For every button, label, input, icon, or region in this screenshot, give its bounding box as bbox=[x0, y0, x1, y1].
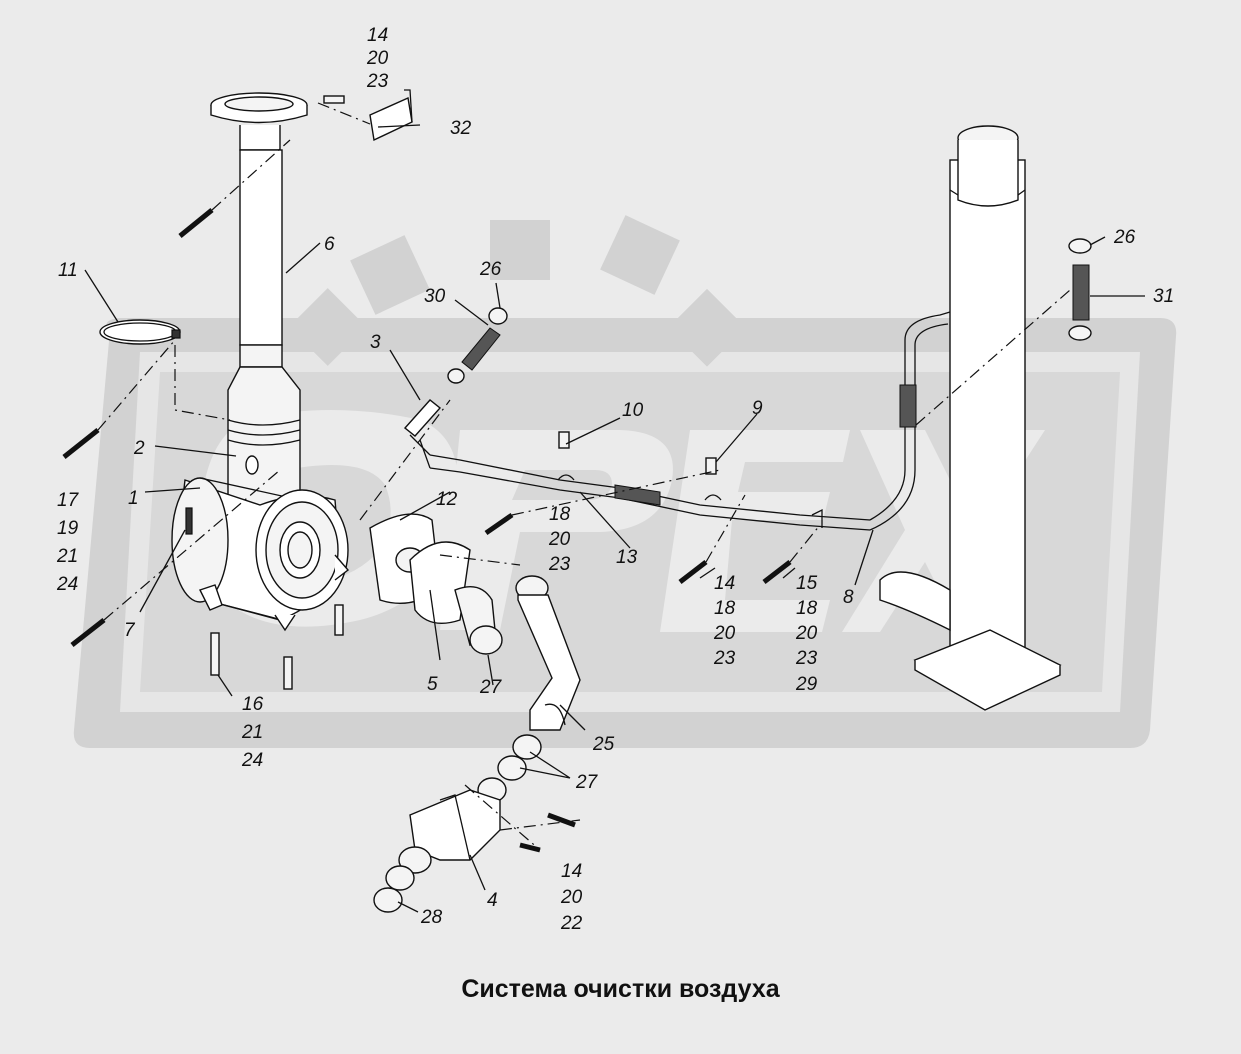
intake-pipe-6 bbox=[210, 92, 308, 514]
callout-5: 5 bbox=[427, 674, 438, 695]
bracket-32 bbox=[323, 89, 413, 142]
callout-31: 31 bbox=[1153, 286, 1174, 307]
svg-text:17: 17 bbox=[57, 490, 80, 511]
callout-2: 2 bbox=[133, 438, 145, 459]
callout-30: 30 bbox=[424, 286, 446, 307]
callout-12: 12 bbox=[436, 489, 458, 510]
svg-text:15: 15 bbox=[796, 573, 818, 594]
svg-text:23: 23 bbox=[795, 648, 818, 669]
callout-27-lower: 27 bbox=[575, 772, 599, 793]
fastener-group-bottom-left: 16 21 24 bbox=[241, 694, 264, 771]
clips bbox=[557, 431, 823, 528]
svg-text:23: 23 bbox=[366, 71, 389, 92]
hose-31 bbox=[1072, 264, 1090, 321]
clamp-28 bbox=[373, 887, 403, 913]
svg-text:22: 22 bbox=[560, 913, 583, 934]
svg-text:20: 20 bbox=[366, 48, 389, 69]
callout-13: 13 bbox=[616, 547, 638, 568]
svg-text:14: 14 bbox=[561, 861, 582, 882]
clamp-27a bbox=[512, 734, 542, 760]
leader-lines bbox=[84, 124, 1145, 913]
callout-8: 8 bbox=[843, 587, 854, 608]
air-filter-housing-1 bbox=[171, 477, 350, 632]
callout-1: 1 bbox=[128, 488, 139, 509]
gear-teeth bbox=[288, 215, 746, 367]
svg-text:18: 18 bbox=[549, 504, 571, 525]
callout-25: 25 bbox=[592, 734, 615, 755]
sleeve-13 bbox=[614, 484, 661, 506]
bolts bbox=[62, 208, 792, 853]
callout-9: 9 bbox=[752, 398, 763, 419]
callout-11: 11 bbox=[58, 260, 78, 281]
svg-text:24: 24 bbox=[241, 750, 263, 771]
cap-26-lower bbox=[1068, 325, 1092, 341]
svg-text:29: 29 bbox=[795, 674, 818, 695]
elbow-4 bbox=[373, 789, 501, 913]
callout-10: 10 bbox=[622, 400, 644, 421]
callout-4: 4 bbox=[487, 890, 498, 911]
svg-text:20: 20 bbox=[713, 623, 736, 644]
svg-text:20: 20 bbox=[560, 887, 583, 908]
pipe-8 bbox=[869, 311, 951, 531]
fastener-group-right-2: 15 18 20 23 29 bbox=[795, 573, 818, 695]
fastener-group-right-1: 14 18 20 23 bbox=[713, 573, 736, 669]
svg-text:21: 21 bbox=[56, 546, 78, 567]
exhaust-stack bbox=[879, 125, 1062, 711]
svg-text:23: 23 bbox=[713, 648, 736, 669]
callout-28: 28 bbox=[420, 907, 443, 928]
assembly-lines bbox=[97, 102, 1071, 851]
fastener-group-bottom: 14 20 22 bbox=[560, 861, 583, 934]
svg-text:14: 14 bbox=[367, 25, 388, 46]
diagram-caption: Система очистки воздуха bbox=[461, 975, 780, 1003]
svg-text:16: 16 bbox=[242, 694, 264, 715]
callout-labels: 1 2 3 4 5 6 7 8 9 10 11 12 13 26 26 27 2… bbox=[58, 118, 1174, 928]
callout-26-right: 26 bbox=[1113, 227, 1136, 248]
svg-text:23: 23 bbox=[548, 554, 571, 575]
svg-text:21: 21 bbox=[241, 722, 263, 743]
callout-6: 6 bbox=[324, 234, 335, 255]
fastener-group-center: 18 20 23 bbox=[548, 504, 571, 575]
svg-text:20: 20 bbox=[548, 529, 571, 550]
svg-text:19: 19 bbox=[57, 518, 79, 539]
svg-text:18: 18 bbox=[796, 598, 818, 619]
clamp-27b bbox=[497, 755, 527, 781]
callout-27-upper: 27 bbox=[479, 677, 503, 698]
svg-text:20: 20 bbox=[795, 623, 818, 644]
cap-26-right bbox=[1068, 238, 1092, 254]
hose-25 bbox=[515, 575, 581, 731]
callout-7: 7 bbox=[124, 620, 136, 641]
adapter-5 bbox=[409, 541, 503, 655]
fastener-group-top: 14 20 23 bbox=[366, 25, 389, 92]
callout-3: 3 bbox=[370, 332, 381, 353]
clamp-11-lock bbox=[171, 329, 181, 339]
callout-26-top: 26 bbox=[479, 259, 502, 280]
svg-text:18: 18 bbox=[714, 598, 736, 619]
callout-32: 32 bbox=[450, 118, 472, 139]
svg-text:14: 14 bbox=[714, 573, 735, 594]
hose-30 bbox=[447, 307, 508, 384]
svg-text:24: 24 bbox=[56, 574, 78, 595]
fastener-group-left: 17 19 21 24 bbox=[56, 490, 80, 595]
